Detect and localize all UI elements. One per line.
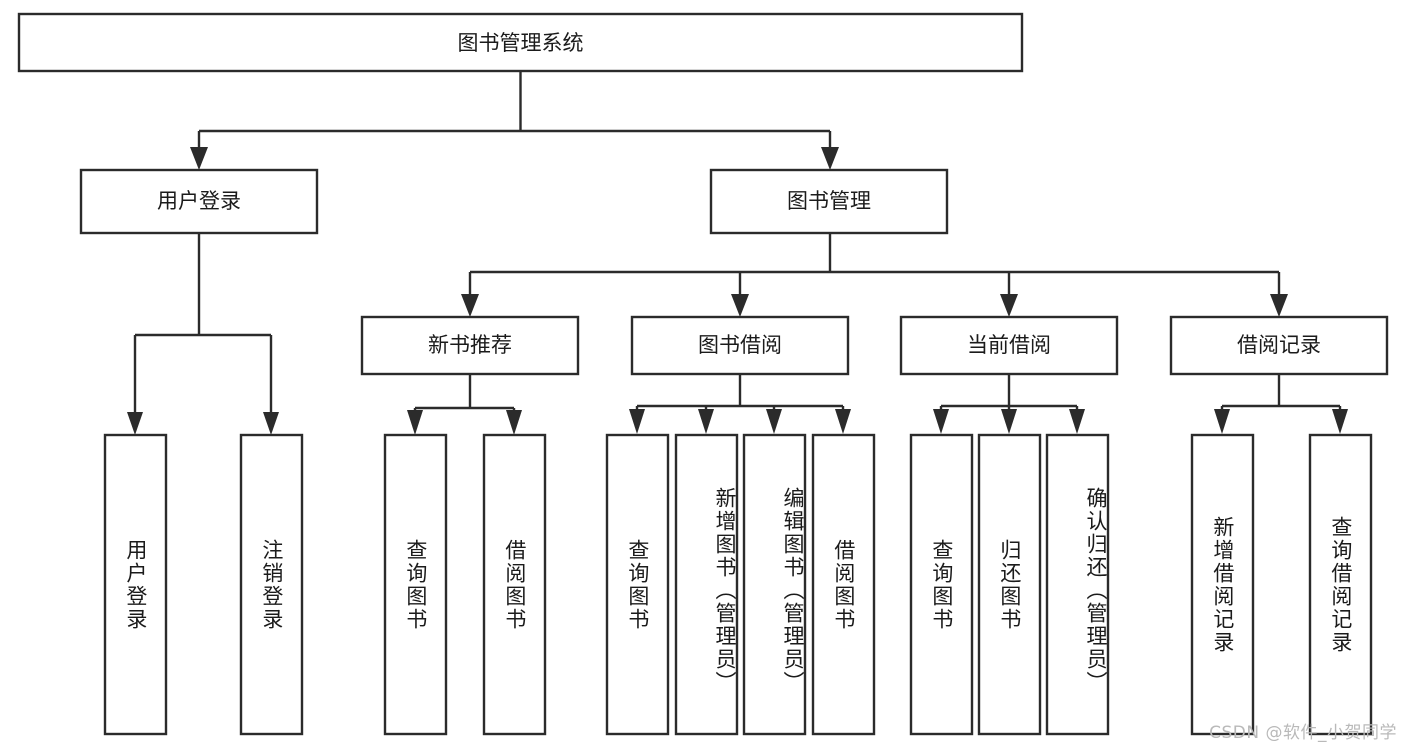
node-new-book-recommend-box[interactable] bbox=[360, 315, 580, 376]
leaf-box-cb-return-book[interactable] bbox=[977, 433, 1042, 736]
leaf-box-user-login[interactable] bbox=[103, 433, 168, 736]
leaf-box-br-query-record[interactable] bbox=[1308, 433, 1373, 736]
arrowhead-book-borrow bbox=[731, 294, 749, 317]
node-current-borrow-label: 当前借阅 bbox=[967, 333, 1051, 357]
leaf-box-nb-query-book[interactable] bbox=[383, 433, 448, 736]
arrowhead-cb-leaf-2 bbox=[1001, 409, 1017, 434]
arrowhead-bb-leaf-4 bbox=[835, 409, 851, 434]
arrowhead-new-book bbox=[461, 294, 479, 317]
arrowhead-user-login bbox=[190, 147, 208, 170]
leaf-box-bb-add-book[interactable] bbox=[674, 433, 739, 736]
arrowhead-current-borrow bbox=[1000, 294, 1018, 317]
node-user-login-label: 用户登录 bbox=[157, 189, 241, 213]
node-root[interactable]: 图书管理系统 bbox=[17, 12, 1024, 73]
arrowhead-bb-leaf-2 bbox=[698, 409, 714, 434]
arrowhead-nb-leaf-1 bbox=[407, 410, 423, 435]
node-book-borrow-label: 图书借阅 bbox=[698, 333, 782, 357]
node-user-login-box[interactable] bbox=[79, 168, 319, 235]
node-borrow-record-box[interactable] bbox=[1169, 315, 1389, 376]
leaf-box-br-add-record[interactable] bbox=[1190, 433, 1255, 736]
arrowhead-book-manage bbox=[821, 147, 839, 170]
node-root-box[interactable] bbox=[17, 12, 1024, 73]
node-user-login[interactable]: 用户登录 bbox=[79, 168, 319, 235]
leaf-box-cb-confirm-return[interactable] bbox=[1045, 433, 1110, 736]
arrowhead-br-leaf-2 bbox=[1332, 409, 1348, 434]
node-book-manage[interactable]: 图书管理 bbox=[709, 168, 949, 235]
arrowhead-borrow-record bbox=[1270, 294, 1288, 317]
arrowhead-nb-leaf-2 bbox=[506, 410, 522, 435]
leaf-box-logout[interactable] bbox=[239, 433, 304, 736]
connector-group-current-borrow bbox=[933, 374, 1085, 434]
node-current-borrow-box[interactable] bbox=[899, 315, 1119, 376]
connector-group-book-manage bbox=[461, 233, 1288, 317]
leaf-box-cb-query-book[interactable] bbox=[909, 433, 974, 736]
arrowhead-leaf-user-login bbox=[127, 412, 143, 435]
node-root-label: 图书管理系统 bbox=[458, 31, 584, 55]
arrowhead-br-leaf-1 bbox=[1214, 409, 1230, 434]
arrowhead-bb-leaf-3 bbox=[766, 409, 782, 434]
leaf-box-bb-borrow-book[interactable] bbox=[811, 433, 876, 736]
node-borrow-record[interactable]: 借阅记录 bbox=[1169, 315, 1389, 376]
node-book-borrow-box[interactable] bbox=[630, 315, 850, 376]
node-borrow-record-label: 借阅记录 bbox=[1237, 333, 1321, 357]
connector-group-new-book bbox=[407, 374, 522, 435]
leaf-box-bb-query-book[interactable] bbox=[605, 433, 670, 736]
connector-group-root bbox=[190, 71, 839, 170]
arrowhead-leaf-logout bbox=[263, 412, 279, 435]
node-current-borrow[interactable]: 当前借阅 bbox=[899, 315, 1119, 376]
connector-group-borrow-record bbox=[1214, 374, 1348, 434]
arrowhead-cb-leaf-1 bbox=[933, 409, 949, 434]
node-book-borrow[interactable]: 图书借阅 bbox=[630, 315, 850, 376]
arrowhead-bb-leaf-1 bbox=[629, 409, 645, 434]
node-new-book-recommend[interactable]: 新书推荐 bbox=[360, 315, 580, 376]
arrowhead-cb-leaf-3 bbox=[1069, 409, 1085, 434]
leaf-box-nb-borrow-book[interactable] bbox=[482, 433, 547, 736]
connector-group-book-borrow bbox=[629, 374, 851, 434]
connector-group-user-login bbox=[127, 233, 279, 435]
node-book-manage-box[interactable] bbox=[709, 168, 949, 235]
csdn-watermark: CSDN @软件_小贺同学 bbox=[1209, 723, 1397, 743]
node-new-book-recommend-label: 新书推荐 bbox=[428, 333, 512, 357]
node-book-manage-label: 图书管理 bbox=[787, 189, 871, 213]
leaf-box-bb-edit-book[interactable] bbox=[742, 433, 807, 736]
